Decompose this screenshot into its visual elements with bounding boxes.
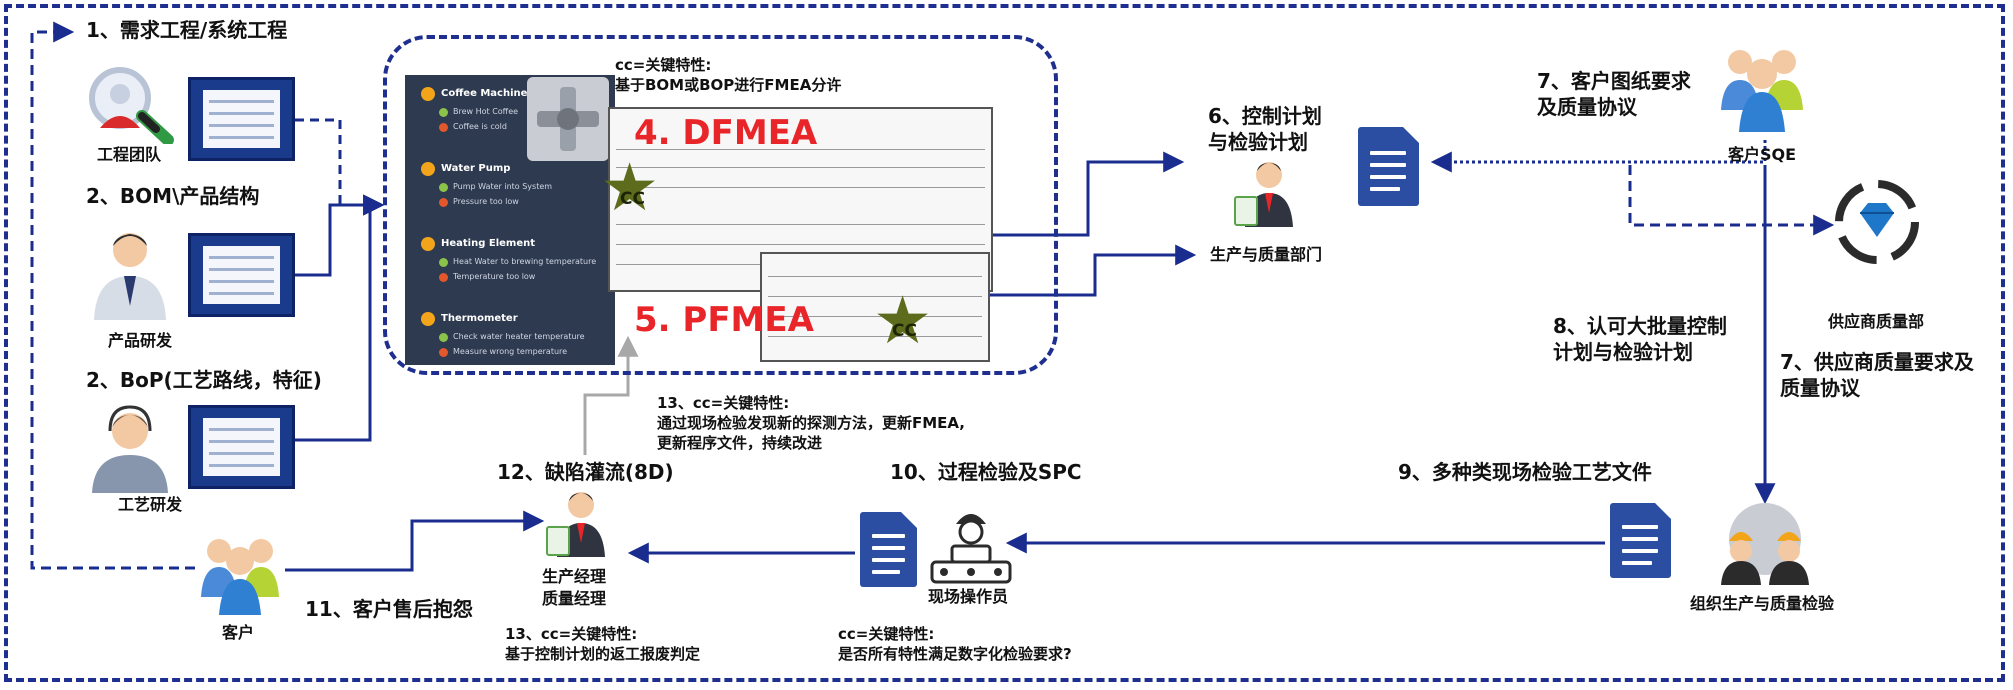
arrow-bom-to-fmea [295, 194, 385, 277]
step-7-customer-title: 7、客户图纸要求 及质量协议 [1537, 69, 1691, 119]
component-photo [527, 77, 609, 161]
cc-13-feedback-note: 13、cc=关键特性: 通过现场检验发现新的探测方法，更新FMEA, 更新程序文… [657, 394, 966, 452]
cc-13-rework-note: 13、cc=关键特性: 基于控制计划的返工报废判定 [505, 625, 701, 663]
arrow-complaint-to-manager [285, 510, 545, 572]
engineer-icon [88, 228, 172, 320]
engineering-team-caption: 工程团队 [97, 145, 162, 164]
tree-title-4: Thermometer [441, 313, 518, 324]
customer-caption: 客户 [222, 623, 255, 642]
cc-10-note: cc=关键特性: 是否所有特性满足数字化检验要求? [838, 625, 1072, 663]
arrow-engineering-to-fmea [295, 118, 385, 216]
fmea-cluster-frame [383, 35, 1058, 375]
step-12-title: 12、缺陷灌流(8D) [497, 460, 674, 484]
process-monitor [188, 405, 295, 489]
cc-star-icon: ★ [600, 149, 660, 226]
pfmea-sheet [760, 252, 990, 362]
outer-dashed-frame [4, 4, 2005, 682]
cc-star-icon-2: ★ [873, 282, 933, 359]
tree-title-3: Heating Element [441, 238, 536, 249]
step-6-title: 6、控制计划 与检验计划 [1208, 104, 1322, 154]
arrow-sqe-to-doc [1430, 140, 1767, 173]
engineering-monitor [188, 77, 295, 161]
step-9-title: 9、多种类现场检验工艺文件 [1398, 460, 1652, 484]
product-monitor [188, 233, 295, 317]
step-10-title: 10、过程检验及SPC [890, 460, 1082, 484]
dfmea-label: 4. DFMEA [634, 113, 818, 153]
tree-title-1: Coffee Machine [441, 88, 528, 99]
tree-item-1a: Brew Hot Coffee [453, 107, 519, 116]
step-8-title: 8、认可大批量控制 计划与检验计划 [1553, 314, 1727, 364]
tree-item-4a: Check water heater temperature [453, 332, 585, 341]
customer-sqe-caption: 客户SQE [1728, 145, 1797, 164]
tree-item-2b: Pressure too low [453, 197, 519, 206]
step-2-bop-title: 2、BoP(工艺路线，特征) [86, 368, 322, 392]
prod-manager-caption: 生产经理 质量经理 [542, 567, 607, 608]
supplier-quality-caption: 供应商质量部 [1828, 312, 1925, 331]
tree-item-3a: Heat Water to brewing temperature [453, 257, 597, 266]
group-people-icon [195, 527, 285, 615]
step-1-title: 1、需求工程/系统工程 [86, 18, 288, 42]
pfmea-label: 5. PFMEA [634, 300, 814, 340]
arrow-dfmea-to-control-plan [990, 151, 1185, 237]
manager-icon-8d [545, 487, 609, 557]
step-7-supplier-title: 7、供应商质量要求及 质量协议 [1780, 350, 1974, 400]
diamond-cycle-icon [1830, 175, 1924, 269]
cc-star-tag-pfmea: CC [892, 321, 917, 341]
tree-title-2: Water Pump [441, 163, 511, 174]
step-2-bom-title: 2、BOM\产品结构 [86, 184, 260, 208]
operator-caption: 现场操作员 [928, 587, 1009, 606]
step-11-title: 11、客户售后抱怨 [305, 597, 473, 621]
hardhat-workers-icon [1715, 501, 1815, 585]
headset-person-icon [88, 405, 172, 493]
tree-item-2a: Pump Water into System [453, 182, 553, 191]
process-dev-caption: 工艺研发 [118, 495, 183, 514]
loop-arrow-customer-to-requirements [30, 21, 195, 570]
inspection-document-icon [1610, 503, 1671, 578]
search-people-icon [80, 60, 176, 146]
cc-star-tag-dfmea: CC [620, 189, 645, 209]
product-dev-caption: 产品研发 [108, 331, 173, 350]
group-people-icon-sqe [1715, 40, 1809, 146]
prod-quality-dept-caption: 生产与质量部门 [1210, 245, 1323, 264]
arrow-doc-to-supplier-quality [1628, 165, 1835, 236]
spc-document-icon [860, 512, 917, 587]
function-tree-panel: Coffee Machine Brew Hot Coffee Coffee is… [405, 75, 615, 365]
arrow-pfmea-to-prod-dept [990, 244, 1197, 297]
tree-item-4b: Measure wrong temperature [453, 347, 568, 356]
arrow-8d-feedback-to-fmea [583, 335, 639, 455]
manager-icon [1233, 157, 1297, 227]
operator-robot-icon [928, 502, 1014, 586]
tree-item-3b: Temperature too low [453, 272, 536, 281]
org-prod-inspect-caption: 组织生产与质量检验 [1690, 594, 1835, 613]
tree-item-1b: Coffee is cold [453, 122, 507, 131]
control-plan-document-icon [1358, 127, 1419, 206]
cc-top-note: cc=关键特性: 基于BOM或BOP进行FMEA分许 [615, 56, 842, 94]
arrow-bop-to-fmea [295, 194, 385, 442]
